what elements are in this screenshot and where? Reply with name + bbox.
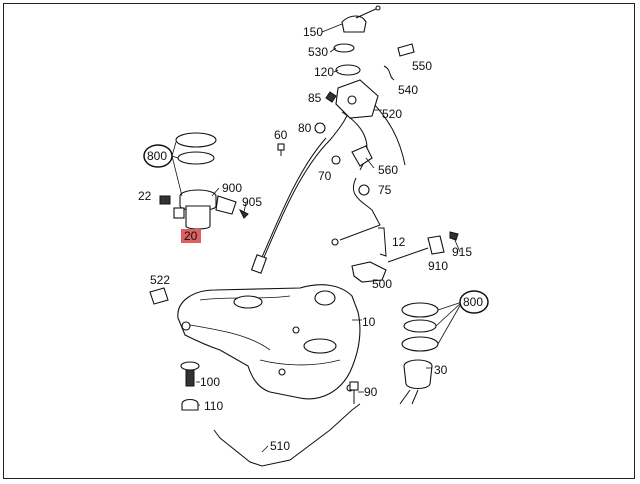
label-500[interactable]: 500	[372, 277, 392, 291]
seal-ring-lower[interactable]	[177, 151, 215, 165]
label-560[interactable]: 560	[378, 163, 398, 177]
label-150[interactable]: 150	[303, 25, 323, 39]
diagram-border	[3, 3, 635, 479]
connector-22[interactable]	[159, 195, 171, 205]
leader-lines	[171, 23, 463, 453]
label-75[interactable]: 75	[378, 183, 392, 197]
label-110[interactable]: 110	[204, 399, 223, 413]
seal-ring-right-upper[interactable]	[401, 302, 439, 318]
label-60[interactable]: 60	[274, 128, 288, 142]
sender-500[interactable]	[351, 261, 387, 283]
label-800-left[interactable]: 800	[147, 149, 167, 163]
label-522[interactable]: 522	[150, 273, 170, 287]
seal-ring-right-lower[interactable]	[401, 336, 439, 352]
label-915[interactable]: 915	[452, 245, 472, 259]
valve-550[interactable]	[397, 43, 415, 57]
seal-ring-530[interactable]	[333, 43, 355, 53]
highlight-box-20	[181, 229, 201, 243]
module-910[interactable]	[427, 231, 459, 255]
sensor-900[interactable]	[215, 195, 237, 215]
spring-540[interactable]	[383, 65, 395, 81]
label-80[interactable]: 80	[298, 121, 312, 135]
label-520[interactable]: 520	[382, 107, 402, 121]
label-900[interactable]: 900	[222, 181, 242, 195]
cap-110[interactable]	[181, 398, 199, 411]
label-10[interactable]: 10	[362, 315, 376, 329]
nut-75[interactable]	[358, 184, 370, 196]
bolt-90[interactable]	[349, 381, 359, 404]
screw-85[interactable]	[325, 91, 337, 103]
label-100[interactable]: 100	[200, 375, 220, 389]
callout-oval-800-left	[143, 144, 173, 168]
ring-120[interactable]	[335, 64, 361, 76]
label-22[interactable]: 22	[138, 189, 152, 203]
tank-strap-510[interactable]	[213, 403, 361, 467]
callout-oval-800-right	[459, 290, 489, 314]
filler-neck-housing[interactable]	[335, 79, 379, 119]
grommet-80[interactable]	[314, 122, 326, 134]
label-120[interactable]: 120	[314, 65, 334, 79]
label-905[interactable]: 905	[242, 195, 262, 209]
label-550[interactable]: 550	[412, 59, 432, 73]
bracket-522[interactable]	[149, 287, 169, 305]
bolt-60[interactable]	[277, 143, 285, 156]
drain-plug-100[interactable]	[180, 361, 200, 387]
label-530[interactable]: 530	[308, 45, 328, 59]
seal-ring-right-mid[interactable]	[403, 319, 437, 333]
filler-cap[interactable]	[341, 5, 381, 33]
clip-560[interactable]	[351, 145, 373, 167]
label-510[interactable]: 510	[270, 439, 290, 453]
label-540[interactable]: 540	[398, 83, 418, 97]
label-910[interactable]: 910	[428, 259, 448, 273]
bracket-12[interactable]	[378, 227, 387, 257]
label-12[interactable]: 12	[392, 235, 406, 249]
label-70[interactable]: 70	[318, 169, 332, 183]
fuel-pump-20[interactable]	[173, 205, 211, 230]
seal-ring-upper[interactable]	[175, 132, 217, 148]
label-90[interactable]: 90	[364, 385, 378, 399]
pump-30[interactable]	[399, 359, 433, 405]
label-30[interactable]: 30	[434, 363, 448, 377]
fuel-tank[interactable]	[177, 284, 361, 400]
label-20[interactable]: 20	[184, 229, 198, 243]
label-800-right[interactable]: 800	[463, 295, 483, 309]
label-85[interactable]: 85	[308, 91, 322, 105]
